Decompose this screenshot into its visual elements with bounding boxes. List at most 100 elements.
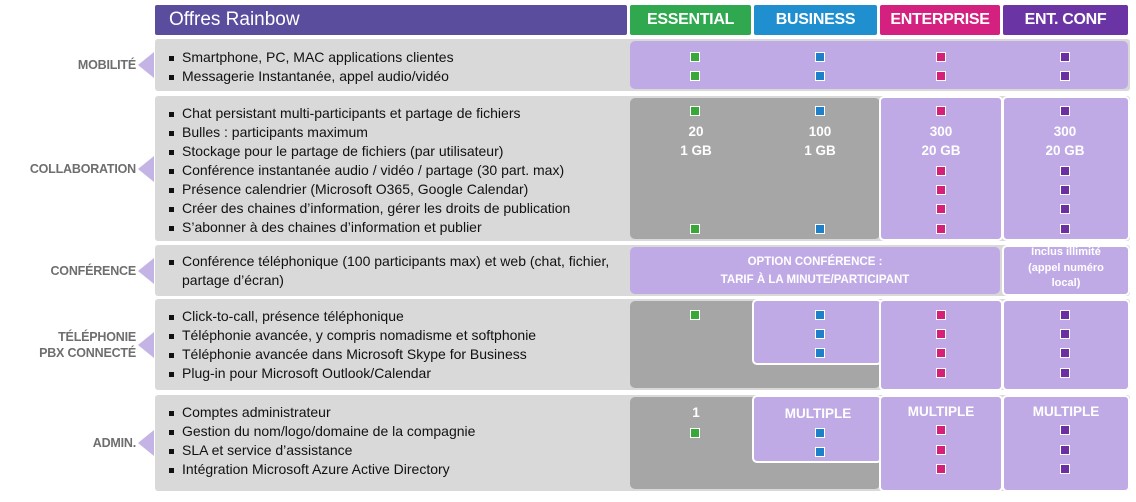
entconf-admin-count: MULTIPLE — [1032, 404, 1100, 419]
category-collaboration: COLLABORATION — [29, 162, 136, 176]
feature-item: Smartphone, PC, MAC applications cliente… — [168, 48, 626, 67]
enterprise-admin-count: MULTIPLE — [907, 404, 975, 419]
features-admin: Comptes administrateur Gestion du nom/lo… — [168, 403, 626, 479]
arrow-icon — [138, 258, 154, 284]
check-icon — [1060, 329, 1070, 339]
check-icon — [936, 329, 946, 339]
check-icon — [690, 310, 700, 320]
check-icon — [815, 224, 825, 234]
feature-item: Messagerie Instantanée, appel audio/vidé… — [168, 67, 626, 86]
check-icon — [690, 428, 700, 438]
check-icon — [1060, 224, 1070, 234]
feature-item: Gestion du nom/logo/domaine de la compag… — [168, 422, 626, 441]
category-telephonie-line1: TÉLÉPHONIE — [58, 330, 136, 344]
check-icon — [815, 310, 825, 320]
check-icon — [1060, 310, 1070, 320]
essential-storage: 1 GB — [680, 143, 712, 158]
essential-participants: 20 — [688, 124, 704, 139]
category-admin: ADMIN. — [92, 436, 136, 450]
category-telephonie-line2: PBX CONNECTÉ — [39, 346, 136, 360]
arrow-icon — [138, 430, 154, 456]
check-icon — [936, 185, 946, 195]
feature-item: Créer des chaines d’information, gérer l… — [168, 199, 626, 218]
feature-item: Plug-in pour Microsoft Outlook/Calendar — [168, 364, 626, 383]
check-icon — [936, 204, 946, 214]
check-icon — [1060, 368, 1070, 378]
check-icon — [936, 224, 946, 234]
check-icon — [936, 310, 946, 320]
page-title: Offres Rainbow — [155, 5, 627, 35]
feature-item: Stockage pour le partage de fichiers (pa… — [168, 142, 626, 161]
features-mobilite: Smartphone, PC, MAC applications cliente… — [168, 48, 626, 86]
check-icon — [1060, 348, 1070, 358]
category-telephonie: TÉLÉPHONIE PBX CONNECTÉ — [39, 329, 136, 361]
conference-entconf-note: Inclus illimité (appel numéro local) — [1028, 246, 1104, 289]
category-mobilite: MOBILITÉ — [77, 58, 136, 72]
check-icon — [1060, 106, 1070, 116]
collaboration-basic-block — [630, 98, 880, 239]
entconf-participants: 300 — [1053, 124, 1077, 139]
conference-entconf-block — [1002, 245, 1130, 296]
feature-item: Téléphonie avancée, y compris nomadisme … — [168, 326, 626, 345]
check-icon — [815, 329, 825, 339]
check-icon — [936, 52, 946, 62]
check-icon — [690, 224, 700, 234]
feature-item: Conférence téléphonique (100 participant… — [168, 252, 618, 290]
conference-option-line2: TARIF À LA MINUTE/PARTICIPANT — [720, 274, 910, 286]
check-icon — [1060, 185, 1070, 195]
enterprise-storage: 20 GB — [921, 143, 961, 158]
features-collaboration: Chat persistant multi-participants et pa… — [168, 104, 626, 237]
feature-item: Chat persistant multi-participants et pa… — [168, 104, 626, 123]
column-header-essential: ESSENTIAL — [630, 5, 751, 35]
essential-admin-count: 1 — [692, 405, 700, 420]
entconf-storage: 20 GB — [1045, 143, 1085, 158]
features-telephonie: Click-to-call, présence téléphonique Tél… — [168, 307, 626, 383]
check-icon — [815, 348, 825, 358]
feature-item: Conférence instantanée audio / vidéo / p… — [168, 161, 626, 180]
conference-option-line1: OPTION CONFÉRENCE : — [747, 256, 883, 268]
check-icon — [1060, 425, 1070, 435]
business-storage: 1 GB — [804, 143, 836, 158]
arrow-icon — [138, 156, 154, 182]
conference-option-block — [630, 247, 1000, 294]
check-icon — [815, 71, 825, 81]
check-icon — [936, 464, 946, 474]
admin-entconf-block — [1002, 395, 1130, 492]
check-icon — [936, 71, 946, 81]
check-icon — [1060, 204, 1070, 214]
mobilite-plans-block — [630, 41, 1128, 89]
feature-item: S’abonner à des chaines d’information et… — [168, 218, 626, 237]
check-icon — [936, 445, 946, 455]
check-icon — [936, 106, 946, 116]
check-icon — [690, 71, 700, 81]
check-icon — [815, 52, 825, 62]
check-icon — [1060, 464, 1070, 474]
business-admin-count: MULTIPLE — [784, 406, 852, 421]
arrow-icon — [138, 332, 154, 358]
column-header-enterprise: ENTERPRISE — [880, 5, 1000, 35]
feature-item: Téléphonie avancée dans Microsoft Skype … — [168, 345, 626, 364]
check-icon — [1060, 445, 1070, 455]
category-conference: CONFÉRENCE — [50, 264, 136, 278]
check-icon — [815, 428, 825, 438]
admin-enterprise-block — [879, 395, 1003, 492]
check-icon — [936, 425, 946, 435]
check-icon — [936, 368, 946, 378]
check-icon — [936, 348, 946, 358]
enterprise-participants: 300 — [929, 124, 953, 139]
feature-item: Click-to-call, présence téléphonique — [168, 307, 626, 326]
feature-item: Intégration Microsoft Azure Active Direc… — [168, 460, 626, 479]
arrow-icon — [138, 52, 154, 78]
check-icon — [690, 52, 700, 62]
feature-item: Bulles : participants maximum — [168, 123, 626, 142]
business-participants: 100 — [808, 124, 832, 139]
check-icon — [1060, 71, 1070, 81]
column-header-entconf: ENT. CONF — [1003, 5, 1128, 35]
check-icon — [815, 106, 825, 116]
check-icon — [815, 447, 825, 457]
column-header-business: BUSINESS — [754, 5, 877, 35]
check-icon — [690, 106, 700, 116]
feature-item: Présence calendrier (Microsoft O365, Goo… — [168, 180, 626, 199]
check-icon — [1060, 52, 1070, 62]
check-icon — [936, 166, 946, 176]
